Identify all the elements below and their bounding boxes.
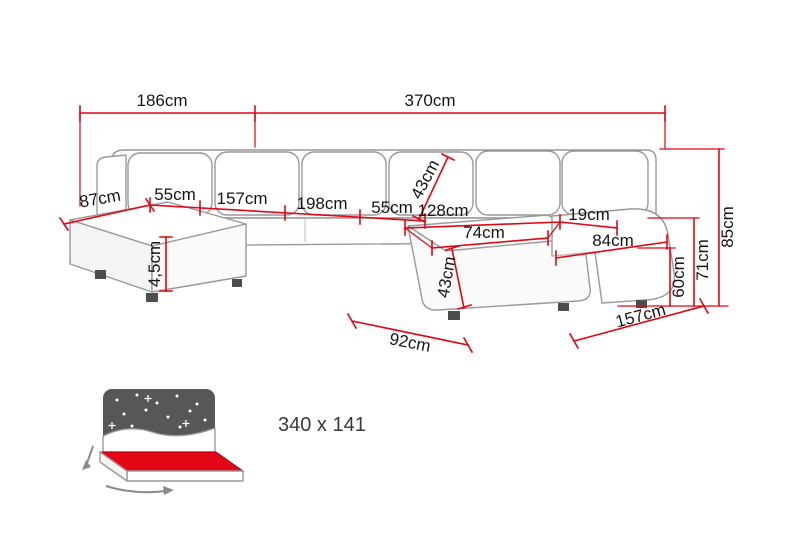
sofa-foot xyxy=(95,270,106,279)
dim-label-arm-width: 19cm xyxy=(568,205,610,224)
dim-label-seat-2: 157cm xyxy=(216,189,267,208)
dim-tick xyxy=(149,197,426,229)
sleeping-function-icon: 340 x 141 xyxy=(82,389,366,495)
dim-label-arm-height: 71cm xyxy=(693,239,712,281)
back-pillow xyxy=(214,151,300,216)
bed-base-front xyxy=(126,470,244,482)
dim-tick xyxy=(568,297,710,350)
sofa-foot xyxy=(232,279,242,287)
bed-base-side xyxy=(99,451,128,482)
unfold-arrow-head xyxy=(82,460,91,470)
dim-tick xyxy=(555,234,668,266)
sparkle-icon xyxy=(144,395,152,402)
dim-label-seat-1: 55cm xyxy=(154,185,196,204)
dim-87-line xyxy=(63,204,151,225)
dim-92-line xyxy=(351,320,469,346)
dim-84-line xyxy=(555,241,668,259)
dim-label-total-height: 85cm xyxy=(718,206,737,248)
unfold-arrow-head xyxy=(163,486,174,495)
dim-label-seat-4: 55cm xyxy=(371,198,413,217)
dim-label-chaise-top: 128cm xyxy=(417,201,468,220)
dim-tick xyxy=(159,236,173,292)
dim-43-back-line xyxy=(417,155,450,221)
dimension-overlay xyxy=(58,105,729,354)
dim-label-seat-3: 198cm xyxy=(296,194,347,213)
dim-label-total-width: 370cm xyxy=(404,91,455,110)
unfold-arrow xyxy=(105,485,167,494)
dim-43-chaise-line xyxy=(451,248,465,309)
dim-seat-line xyxy=(149,204,426,222)
stars xyxy=(108,393,207,429)
dim-74-line xyxy=(431,237,549,249)
back-pillow xyxy=(301,151,387,216)
sofa-foot xyxy=(448,311,460,320)
dim-label-chaise-front: 92cm xyxy=(388,329,432,356)
sparkle-icon xyxy=(182,420,190,427)
dim-label-seat-lip: 4,5cm xyxy=(145,241,164,287)
sofa-foot xyxy=(558,303,569,311)
back-pillow xyxy=(475,150,561,216)
sleeping-area-label: 340 x 141 xyxy=(278,414,366,436)
dim-157-line xyxy=(573,305,705,342)
blanket xyxy=(102,427,216,453)
dim-label-left-width: 186cm xyxy=(136,91,187,110)
sofa-foot xyxy=(636,300,647,308)
dim-connector xyxy=(404,221,561,249)
sparkle-icon xyxy=(108,422,116,429)
dim-tick xyxy=(411,152,456,224)
sofa-foot xyxy=(146,293,158,302)
dim-tick xyxy=(445,245,472,310)
left-chaise-side xyxy=(151,223,247,293)
sofa-illustration xyxy=(69,149,676,320)
back-pillow xyxy=(96,154,127,219)
right-armrest xyxy=(551,208,676,304)
dim-extension xyxy=(79,112,666,207)
dim-tick xyxy=(346,312,474,354)
dim-tick xyxy=(431,230,549,256)
back-pillow xyxy=(388,151,474,216)
dim-label-right-front: 84cm xyxy=(592,231,634,250)
dim-label-seat-height: 60cm xyxy=(669,256,688,298)
dim-label-chaise-cushion: 74cm xyxy=(463,223,505,242)
